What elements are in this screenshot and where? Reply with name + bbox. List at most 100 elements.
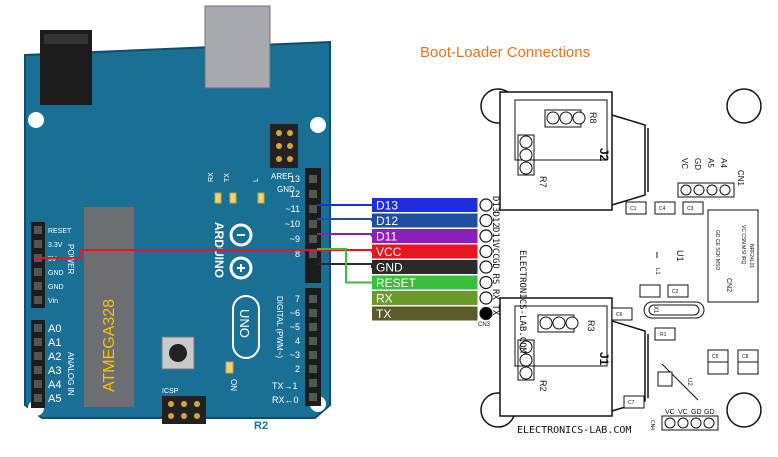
connection-label: VCC [376,245,402,259]
connection-label: D12 [376,214,398,228]
digital-label: DIGITAL (PWM~) [275,296,284,358]
header-pin [309,393,317,401]
pcb-resistor [737,361,759,375]
pcb-capacitor-label: C1 [630,206,637,212]
header-pin [34,324,42,332]
uno-badge: UNO [232,295,260,359]
header-pin [34,366,42,374]
analog-pin-label: A5 [48,393,61,405]
pcb-capacitor-label: C6 [616,312,623,318]
pcb-capacitor [639,284,661,298]
cn2-label: CN2 [725,278,732,292]
digital-pin-label: 8 [295,249,300,259]
nrf-module: NRF24L01 GD CE SCK MSO VC CSN MSI IRQ CN… [707,209,759,303]
pcb-header-pin [479,260,493,274]
r2-label: R2 [538,380,548,392]
power-pin-label: RESET [48,228,72,235]
pcb-header-label: D12 [490,212,500,228]
power-header [31,222,45,308]
header-pin [309,309,317,317]
connection-label-box [372,198,478,212]
pcb-header-label: TX [490,305,500,316]
connection-label-box [372,306,478,321]
power-pin-label: 5V [48,256,57,263]
analog-pin-label: A4 [48,379,61,391]
tx-led [229,192,237,204]
x1-label: X1 [652,306,658,314]
analog-pin-label: A1 [48,337,61,349]
cn1-pin-label: A4 [719,158,728,168]
power-pin-label: 3.3V [48,242,63,249]
connection-label-box [372,213,478,228]
pcb-header-pin [479,198,493,212]
pcb-capacitor [625,201,647,215]
pcb-capacitor [623,395,645,409]
power-pin-label: Vin [48,298,58,305]
header-pin [34,352,42,360]
connection-label-box [372,260,478,274]
pcb-hole [726,88,762,124]
pcb-header-pin [479,275,493,290]
l-led-label: L [253,178,260,182]
analog-pin-label: A3 [48,365,61,377]
cn1-pin-label: VC [680,158,689,169]
pcb-header-label: RX [490,289,500,300]
arduino-board: ATMEGA328 ARDUINO UNO AREF GND RX TX L [24,5,331,432]
cn1-label: CN1 [736,170,745,187]
cn1-pin-label: GD [693,158,702,170]
l1-label: L1 [654,268,660,275]
rx-pin-label: RX←0 [272,395,299,405]
header-pin [309,250,317,258]
digital-pin-label: ~9 [290,234,300,244]
connection-label: GND [376,261,403,275]
crystal-x1: X1 [643,301,705,319]
header-pin [309,205,317,213]
pcb-capacitor-label: C8 [742,354,749,360]
cn4-pin-label: GD [704,409,715,416]
j2-label: J2 [597,148,611,162]
header-pin [309,220,317,228]
header-pin [34,226,42,234]
gnd-label: GND [277,185,295,194]
header-pin [34,394,42,402]
header-pin [34,296,42,304]
pcb-capacitor-label: C3 [687,206,694,212]
cn3-label: CN3 [478,322,491,328]
digital-pin-label: ~11 [285,204,300,214]
pcb-header-label: RS [490,274,500,285]
mount-hole [310,117,326,133]
cn4-pin-label: VC [665,409,675,416]
connection-label: RESET [376,276,417,290]
pcb-capacitor-label: C4 [659,206,666,212]
pcb-resistor [707,361,729,375]
digital-pin-label: ~3 [290,350,300,360]
power-pin-label: GND [48,270,64,277]
header-pin [34,268,42,276]
pcb-header-label: GD [490,258,500,269]
header-pin [309,379,317,387]
tx-pin-label: TX→1 [272,381,298,391]
pcb-hole [726,392,762,428]
header-pin [309,337,317,345]
digital-pin-label: 4 [295,336,300,346]
connection-label-box [372,229,478,243]
icsp-header-bottom [162,396,206,424]
on-led [225,361,234,374]
pcb-resistor [654,327,676,341]
header-pin [309,351,317,359]
pcb-capacitor [682,201,704,215]
connection-label-box [372,244,478,259]
pcb-capacitor-label: C2 [672,289,679,295]
pcb-capacitor [654,201,676,215]
pcb-header-pin [479,291,493,305]
connection-label: RX [376,292,393,306]
cn4-pin-label: GD [691,409,702,416]
header-pin [309,175,317,183]
r8-label: R8 [588,112,598,124]
header-pin [34,380,42,388]
header-pin [34,240,42,248]
